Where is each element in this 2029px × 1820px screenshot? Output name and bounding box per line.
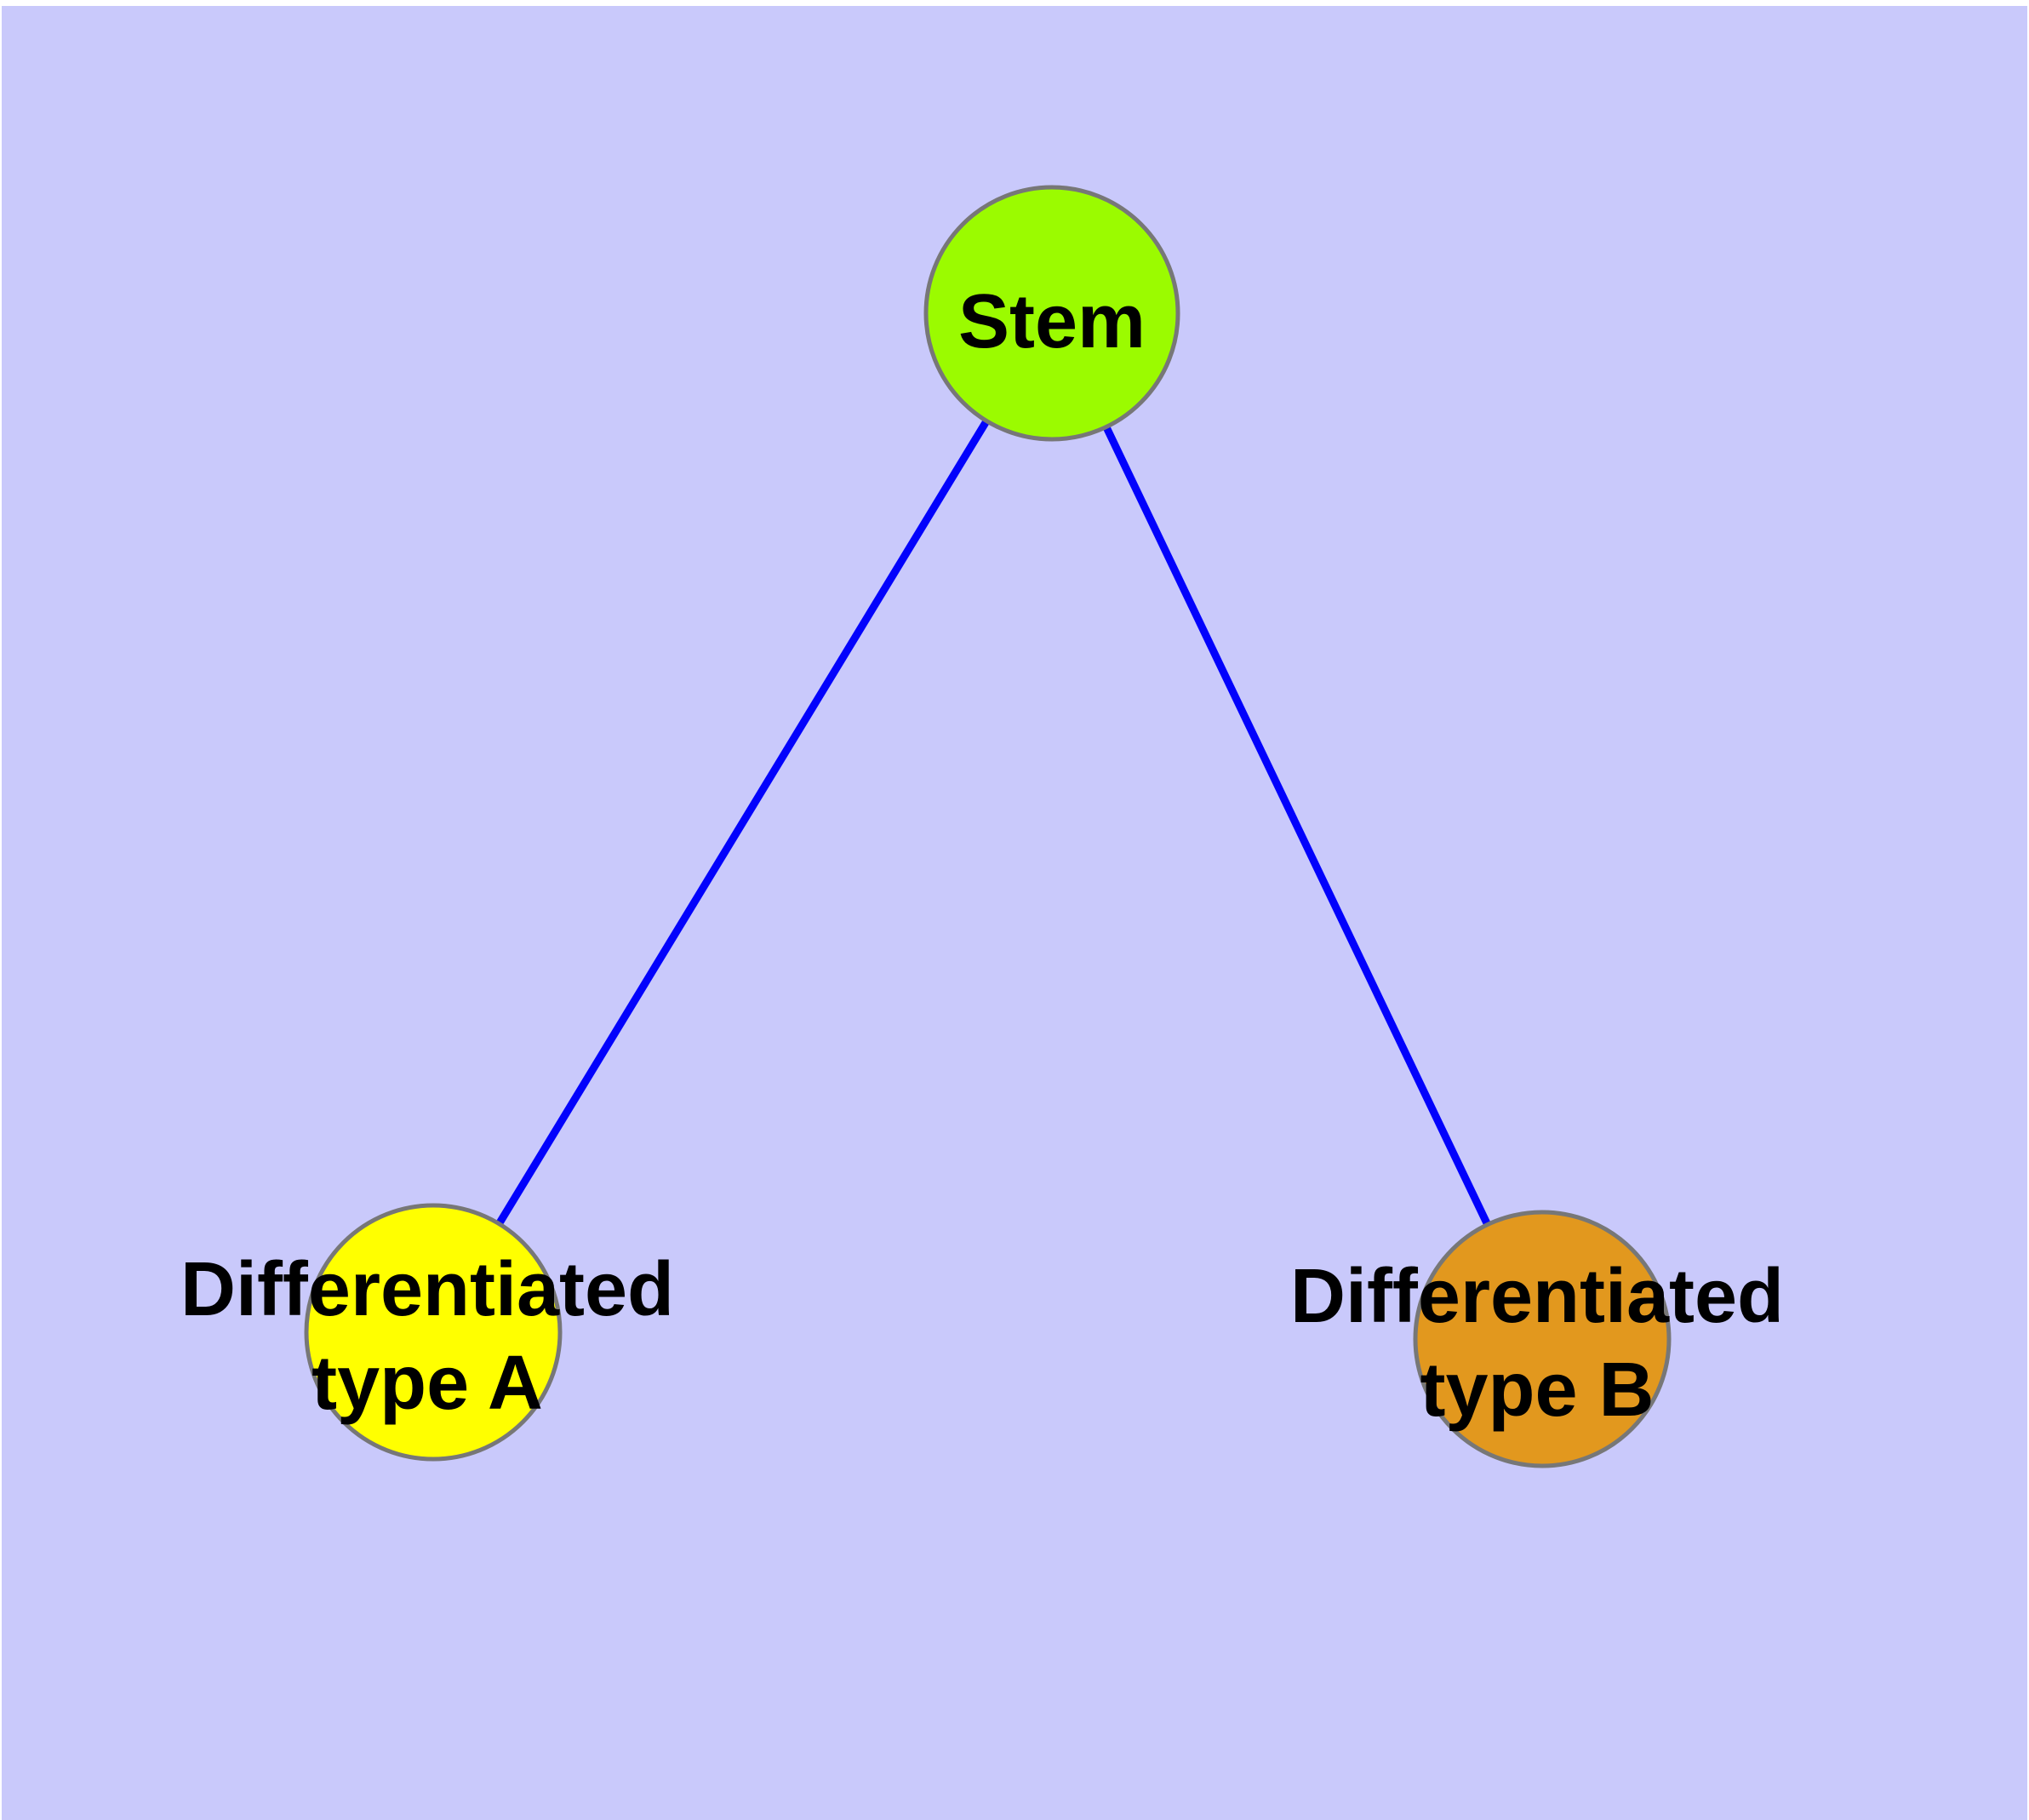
stem-node-circle bbox=[923, 185, 1180, 442]
type-b-node-circle bbox=[1413, 1210, 1672, 1468]
type-a-node-label-line2: type A bbox=[311, 1341, 543, 1426]
type-b-node-label-line2: type B bbox=[1420, 1348, 1654, 1433]
stem-node-label: Stem bbox=[958, 279, 1146, 364]
edge-stem-to-type-a bbox=[430, 311, 1055, 1335]
node-differentiated-type-a: Differentiated type A bbox=[180, 1203, 674, 1462]
node-differentiated-type-b: Differentiated type B bbox=[1290, 1210, 1784, 1468]
type-b-node-label-line1: Differentiated bbox=[1290, 1254, 1784, 1339]
node-stem: Stem bbox=[923, 185, 1180, 442]
edge-stem-to-type-b bbox=[1048, 312, 1546, 1341]
type-a-node-label-line1: Differentiated bbox=[180, 1247, 674, 1332]
type-a-node-circle bbox=[304, 1203, 563, 1462]
